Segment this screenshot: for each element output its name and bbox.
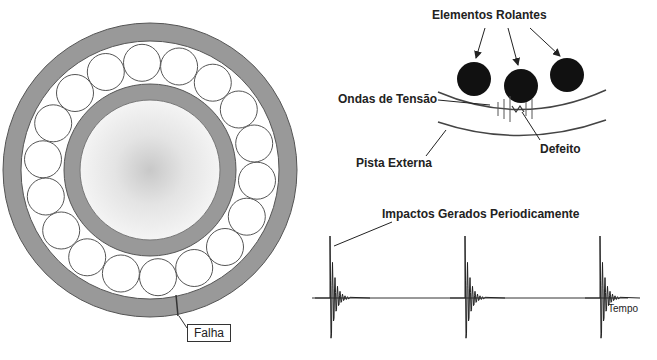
signal-label: Impactos Gerados Periodicamente	[382, 207, 579, 221]
part-label: Elementos Rolantes	[432, 8, 547, 22]
stress-waves	[498, 96, 532, 122]
callout-text: Falha	[194, 326, 224, 340]
axis-label: Tempo	[608, 302, 638, 316]
part-label: Pista Externa	[356, 156, 432, 170]
defect	[512, 106, 524, 112]
race-detail	[426, 28, 606, 156]
bearing	[3, 23, 297, 328]
fault-crack	[176, 295, 178, 316]
leader-line	[179, 316, 187, 328]
part-label: Defeito	[540, 142, 581, 156]
part-label: Ondas de Tensão	[338, 92, 437, 106]
callout-box: Falha	[187, 324, 231, 342]
ball-ring	[25, 44, 276, 295]
impulse-signal	[312, 222, 640, 338]
